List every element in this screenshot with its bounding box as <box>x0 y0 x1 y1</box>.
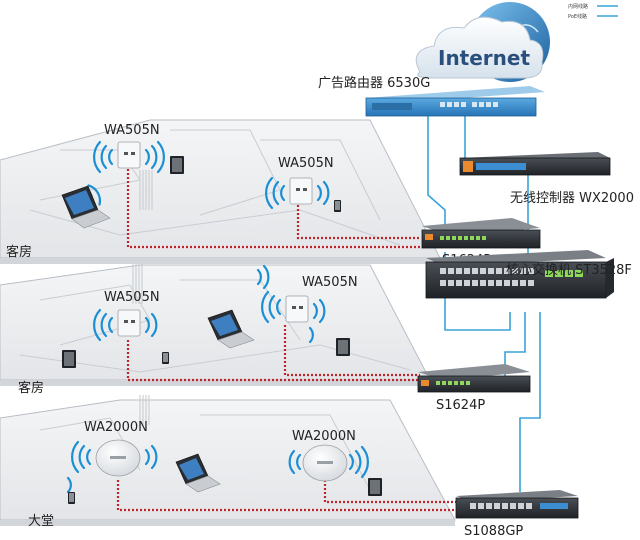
phone-icon <box>68 492 75 504</box>
core-switch-label: 核心交换机 ST3528F <box>506 262 632 278</box>
ap6-label: WA2000N <box>292 429 356 444</box>
controller-label: 无线控制器 WX2000 <box>510 191 634 206</box>
wall-ap-icon <box>285 295 309 323</box>
phone-icon <box>334 200 341 212</box>
wifi-icon <box>288 449 302 475</box>
tablet-icon <box>368 478 382 496</box>
router-6530g: 广告路由器 6530G <box>318 75 545 117</box>
wifi-icon <box>144 312 158 338</box>
core-switch-st3528f: 核心交换机 ST3528F <box>425 250 632 299</box>
ap5-label: WA2000N <box>84 420 148 435</box>
phone-icon <box>162 352 169 364</box>
laptop-icon <box>61 185 111 229</box>
controller-accent <box>463 161 473 172</box>
wifi-icon <box>144 444 158 470</box>
wifi-icon <box>261 290 282 324</box>
poe-ap1 <box>126 165 420 249</box>
ap3-label: WA505N <box>104 290 160 305</box>
floor-upper <box>0 119 441 264</box>
cloud-icon <box>415 16 544 79</box>
access-point-5: WA2000N <box>84 420 148 477</box>
router-ports <box>440 102 498 107</box>
ap4-label: WA505N <box>302 275 358 290</box>
lan-router-to-s1624p-upper <box>427 116 446 230</box>
tablet-icon <box>62 350 76 368</box>
wifi-icon <box>71 440 92 474</box>
tablet-icon <box>336 338 350 356</box>
floor-label-upper: 客房 <box>6 244 32 260</box>
poe-ap3 <box>126 340 420 382</box>
tablet-icon <box>170 156 184 174</box>
wifi-icon <box>93 308 114 342</box>
wifi-icon <box>265 176 286 210</box>
floor-label-middle: 客房 <box>18 380 44 396</box>
switch-middle-label: S1624P <box>436 398 485 413</box>
internet-cloud: Internet <box>415 2 550 82</box>
ap1-label: WA505N <box>104 123 160 138</box>
legend-poe-label: PoE线路 <box>568 13 587 20</box>
wifi-icon <box>316 180 330 206</box>
access-point-4: WA505N <box>285 275 358 323</box>
wifi-icon <box>66 476 72 494</box>
wifi-icon <box>312 298 326 324</box>
wifi-icon <box>308 326 314 344</box>
floor-label-lower: 大堂 <box>28 514 54 529</box>
wall-ap-icon <box>117 309 141 337</box>
wifi-icon <box>348 445 369 479</box>
wifi-icon <box>144 140 165 174</box>
decor-walls <box>132 170 153 425</box>
poe-ap6 <box>323 480 460 504</box>
legend-lan-label: 内网线路 <box>568 3 588 10</box>
floor-lower <box>0 399 456 526</box>
switch-lower-label: S1088GP <box>464 524 523 539</box>
wall-ap-icon <box>289 177 313 205</box>
switch-s1624p-middle: S1624P <box>417 364 531 413</box>
access-point-1: WA505N <box>104 123 160 169</box>
controller-wx2000: 无线控制器 WX2000 <box>459 152 634 206</box>
legend: 内网线路 PoE线路 <box>568 3 618 20</box>
access-point-3: WA505N <box>104 290 160 337</box>
wall-ap-icon <box>117 141 141 169</box>
lan-core-to-s1088gp <box>519 312 541 492</box>
poe-lines <box>116 165 460 512</box>
wifi-icon <box>256 264 270 290</box>
poe-ap2 <box>296 205 420 240</box>
laptop-icon <box>175 453 221 493</box>
switch-s1088gp: S1088GP <box>455 490 579 539</box>
laptop-icon <box>207 309 255 349</box>
internet-label: Internet <box>438 46 530 70</box>
poe-ap5 <box>116 480 460 512</box>
poe-ap4 <box>283 325 420 377</box>
access-point-2: WA505N <box>278 156 334 205</box>
router-label: 广告路由器 6530G <box>318 75 430 91</box>
access-point-6: WA2000N <box>292 429 356 482</box>
wifi-icon <box>93 140 114 174</box>
ap2-label: WA505N <box>278 156 334 171</box>
